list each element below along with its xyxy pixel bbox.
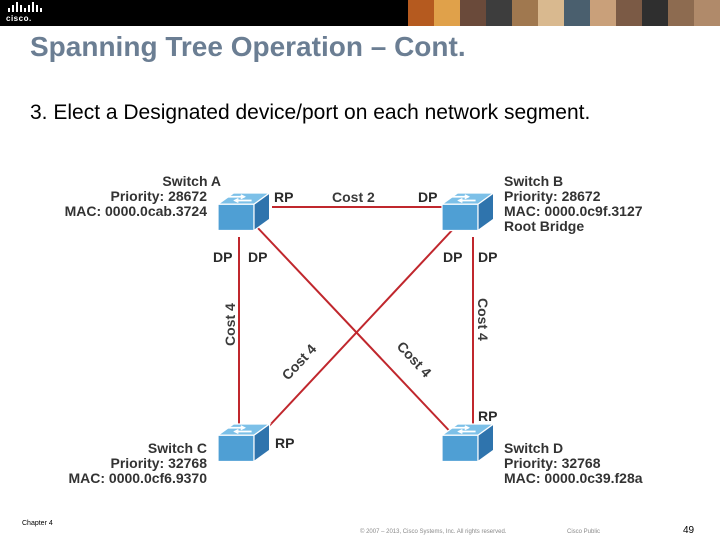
link-b-c bbox=[255, 225, 457, 441]
switch-b-priority: Priority: 28672 bbox=[504, 188, 601, 204]
port-label-a-dp-right: DP bbox=[248, 249, 267, 265]
switch-b-icon bbox=[441, 192, 495, 232]
port-label-b-dp: DP bbox=[418, 189, 437, 205]
banner-photo-strip bbox=[408, 0, 720, 26]
switch-d-name: Switch D bbox=[504, 440, 563, 456]
cost-label-a-b: Cost 2 bbox=[332, 189, 375, 205]
port-label-b-dp-right: DP bbox=[478, 249, 497, 265]
switch-d-icon bbox=[441, 423, 495, 463]
switch-a-name: Switch A bbox=[162, 173, 221, 189]
port-label-b-dp-left: DP bbox=[443, 249, 462, 265]
footer-classification: Cisco Public bbox=[567, 529, 601, 535]
port-label-a-rp: RP bbox=[274, 189, 293, 205]
footer-copyright: © 2007 – 2013, Cisco Systems, Inc. All r… bbox=[360, 529, 507, 535]
top-banner: cisco. bbox=[0, 0, 720, 26]
switch-a-priority: Priority: 28672 bbox=[111, 188, 208, 204]
footer-page-number: 49 bbox=[683, 525, 695, 536]
switch-c-icon bbox=[217, 423, 271, 463]
switch-a-mac: MAC: 0000.0cab.3724 bbox=[65, 203, 208, 219]
port-label-d-rp: RP bbox=[478, 408, 497, 424]
switch-a-info: Switch A Priority: 28672 MAC: 0000.0cab.… bbox=[65, 173, 221, 219]
cisco-logo-text: cisco. bbox=[6, 14, 32, 23]
cisco-logo: cisco. bbox=[6, 2, 46, 24]
footer-chapter: Chapter 4 bbox=[22, 520, 53, 527]
switch-b-root-bridge: Root Bridge bbox=[504, 218, 584, 234]
switch-b-mac: MAC: 0000.0c9f.3127 bbox=[504, 203, 643, 219]
port-roles: RP DP DP DP DP DP RP RP bbox=[213, 189, 497, 451]
cost-label-a-c: Cost 4 bbox=[222, 303, 238, 346]
switch-d-priority: Priority: 32768 bbox=[504, 455, 601, 471]
port-label-c-rp: RP bbox=[275, 435, 294, 451]
slide-title: Spanning Tree Operation – Cont. bbox=[30, 31, 466, 62]
switch-c-mac: MAC: 0000.0cf6.9370 bbox=[68, 470, 207, 486]
cost-label-b-c: Cost 4 bbox=[278, 341, 319, 383]
switch-c-name: Switch C bbox=[148, 440, 207, 456]
cost-label-a-d: Cost 4 bbox=[394, 338, 435, 380]
switch-b-name: Switch B bbox=[504, 173, 563, 189]
switch-b-info: Switch B Priority: 28672 MAC: 0000.0c9f.… bbox=[504, 173, 643, 234]
links bbox=[238, 206, 474, 441]
cost-label-b-d: Cost 4 bbox=[475, 298, 491, 341]
switch-c-priority: Priority: 32768 bbox=[111, 455, 208, 471]
switch-a-icon bbox=[217, 192, 271, 232]
switch-d-info: Switch D Priority: 32768 MAC: 0000.0c39.… bbox=[504, 440, 643, 486]
slide-bullet-point: 3. Elect a Designated device/port on eac… bbox=[30, 101, 591, 124]
switch-c-info: Switch C Priority: 32768 MAC: 0000.0cf6.… bbox=[68, 440, 207, 486]
cisco-logo-bars bbox=[6, 2, 46, 12]
port-label-a-dp-left: DP bbox=[213, 249, 232, 265]
switch-d-mac: MAC: 0000.0c39.f28a bbox=[504, 470, 643, 486]
